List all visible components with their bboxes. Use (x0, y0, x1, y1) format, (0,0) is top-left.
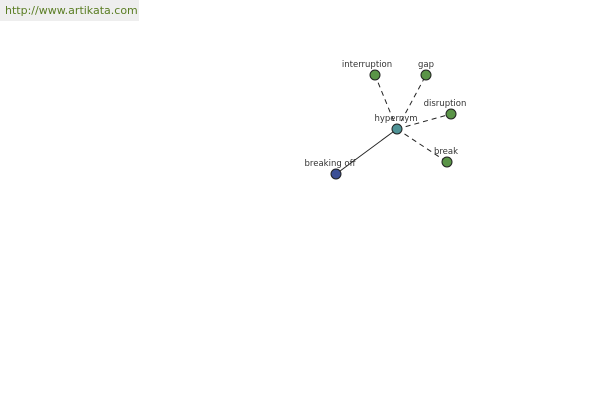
break-label[interactable]: break (434, 147, 458, 157)
breaking-off-node[interactable] (330, 168, 342, 180)
gap-node[interactable] (420, 69, 432, 81)
disruption-label[interactable]: disruption (424, 99, 467, 109)
edge-break (396, 128, 448, 163)
graph-nodes (330, 69, 457, 180)
breaking-off-label[interactable]: breaking off (305, 159, 357, 169)
edge-interruption (374, 74, 398, 130)
edge-gap (396, 74, 427, 130)
hypernym-center-label[interactable]: hypernym (374, 114, 417, 124)
break-node[interactable] (441, 156, 453, 168)
interruption-label[interactable]: interruption (342, 60, 392, 70)
url-banner[interactable]: http://www.artikata.com (0, 0, 139, 21)
disruption-node[interactable] (445, 108, 457, 120)
edge-disruption (396, 113, 452, 130)
graph-edges (335, 74, 452, 175)
interruption-node[interactable] (369, 69, 381, 81)
gap-label[interactable]: gap (418, 60, 434, 70)
url-text[interactable]: http://www.artikata.com (5, 4, 138, 17)
edge-breaking-off (335, 128, 398, 175)
graph-labels: interruption gap disruption break breaking o… (305, 60, 467, 169)
hypernym-center-node[interactable] (391, 123, 403, 135)
